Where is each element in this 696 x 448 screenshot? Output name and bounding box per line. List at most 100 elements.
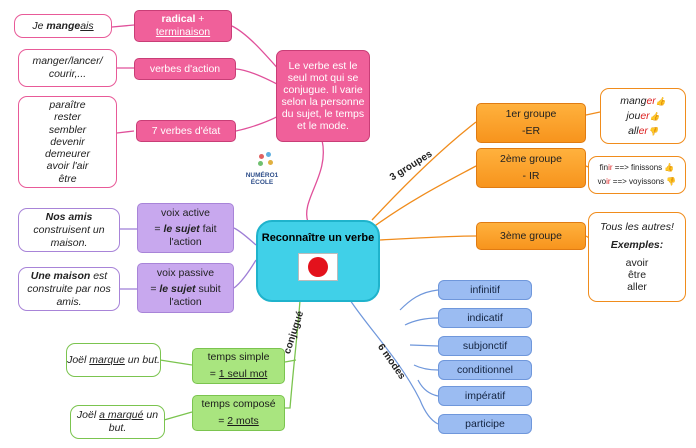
passive-note-subject: Une maison — [30, 269, 91, 282]
thumbs-up-icon: 👍 — [649, 111, 660, 121]
result: ==> voyissons — [610, 177, 667, 186]
mode-subjunctive[interactable]: subjonctif — [438, 336, 532, 356]
stem: vo — [597, 177, 607, 186]
note-rest: un but. — [108, 409, 159, 434]
state-verb-2: rester — [54, 111, 81, 124]
terminaison-label: terminaison — [155, 26, 211, 38]
state-verb-1: paraître — [49, 99, 86, 112]
mode-participle[interactable]: participe — [438, 414, 532, 434]
thumbs-up-icon: 👍 — [655, 96, 666, 106]
eq-sign: = — [218, 415, 228, 427]
group3-example-2: être — [627, 269, 647, 281]
group3-examples-heading: Exemples: — [610, 239, 664, 251]
group2-examples-note: finir ==> finissons 👍 voir ==> voyissons… — [588, 156, 686, 194]
group2-title: 2ème groupe — [500, 153, 562, 165]
passive-rest: subit l'action — [169, 283, 221, 308]
mode-label: indicatif — [467, 311, 503, 324]
radical-label: radical — [161, 13, 196, 25]
group1-title: 1er groupe — [505, 108, 557, 120]
group1-example-2: jouer👍 — [626, 109, 659, 124]
active-rest: fait l'action — [169, 223, 217, 248]
note-stem: mange — [46, 19, 81, 32]
radical-example-note: Je mangeais — [14, 14, 112, 38]
subject-label: le sujet — [159, 283, 196, 295]
compound-tense-title: temps composé — [201, 398, 276, 410]
action-verbs-note: manger/lancer/ courir,... — [18, 49, 117, 87]
active-voice-title: voix active — [160, 207, 211, 219]
state-verb-4: devenir — [50, 135, 85, 148]
mode-label: subjonctif — [462, 339, 508, 352]
active-voice-note: Nos amis construisent un maison. — [18, 208, 120, 252]
group1-ending: -ER — [521, 125, 541, 137]
group1-node[interactable]: 1er groupe -ER — [476, 103, 586, 143]
definition-text: Le verbe est le seul mot qui se conjugue… — [281, 60, 365, 132]
stem: mang — [620, 94, 647, 107]
state-verb-6: avoir l'air — [46, 160, 89, 173]
note-rest: un but. — [124, 353, 160, 366]
eq-sign: = — [154, 223, 164, 235]
group1-examples-note: manger👍 jouer👍 aller👎 — [600, 88, 686, 144]
state-verbs-node[interactable]: 7 verbes d'état — [136, 120, 236, 142]
central-title: Reconnaître un verbe — [261, 232, 375, 244]
active-note-subject: Nos amis — [45, 210, 93, 223]
group1-example-3: aller👎 — [628, 124, 658, 139]
state-verb-7: être — [58, 172, 77, 185]
mode-label: conditionnel — [456, 363, 514, 376]
subject-label: le sujet — [163, 223, 200, 235]
ending: ir — [608, 163, 613, 172]
eq-sign: = — [209, 368, 219, 380]
thumbs-up-icon: 👍 — [664, 163, 675, 172]
radical-node[interactable]: radical + terminaison — [134, 10, 232, 42]
state-verb-5: demeurer — [45, 148, 90, 161]
eq-sign: = — [150, 283, 160, 295]
note-verb: marque — [89, 353, 125, 366]
stem: all — [628, 124, 639, 137]
thumbs-down-icon: 👎 — [647, 126, 658, 136]
group1-example-1: manger👍 — [620, 94, 666, 109]
mode-indicative[interactable]: indicatif — [438, 308, 532, 328]
group3-node[interactable]: 3ème groupe — [476, 222, 586, 250]
central-node[interactable]: Reconnaître un verbe — [256, 220, 380, 302]
compound-tense-note: Joël a marqué un but. — [70, 405, 165, 439]
state-verb-3: sembler — [48, 123, 87, 136]
note-ending: ais — [80, 19, 94, 32]
group2-node[interactable]: 2ème groupe - IR — [476, 148, 586, 188]
simple-tense-note: Joël marque un but. — [66, 343, 161, 377]
simple-tense-title: temps simple — [207, 351, 270, 363]
logo-text: NUMÉRO1 ÉCOLE — [245, 172, 279, 186]
logo-dots-icon — [256, 152, 276, 170]
active-voice-node[interactable]: voix active = le sujet fait l'action — [137, 203, 234, 253]
thumbs-down-icon: 👎 — [666, 177, 677, 186]
ending: er — [638, 124, 648, 137]
plus-label: + — [195, 13, 205, 25]
passive-voice-title: voix passive — [156, 267, 215, 279]
note-prefix: Je — [32, 19, 47, 32]
active-note-rest: construisent un maison. — [33, 223, 105, 249]
group2-ending: - IR — [522, 170, 540, 182]
mode-infinitive[interactable]: infinitif — [438, 280, 532, 300]
mode-imperative[interactable]: impératif — [438, 386, 532, 406]
mode-label: participe — [465, 417, 505, 430]
compound-tense-value: 2 mots — [227, 415, 259, 427]
mode-conditional[interactable]: conditionnel — [438, 360, 532, 380]
action-verbs-examples: manger/lancer/ courir,... — [32, 55, 103, 80]
ending: er — [640, 109, 650, 122]
note-subject: Joël — [67, 353, 90, 366]
action-verbs-node[interactable]: verbes d'action — [134, 58, 236, 80]
passive-note-rest: est construite par nos amis. — [27, 269, 111, 308]
group2-example-1: finir ==> finissons 👍 — [600, 161, 675, 175]
mode-label: infinitif — [470, 283, 500, 296]
ending: er — [646, 94, 656, 107]
group3-note-line: Tous les autres! — [600, 221, 674, 233]
state-verbs-label: 7 verbes d'état — [151, 124, 221, 137]
passive-voice-node[interactable]: voix passive = le sujet subit l'action — [137, 263, 234, 313]
state-verbs-note: paraître rester sembler devenir demeurer… — [18, 96, 117, 188]
ending: ir — [606, 177, 611, 186]
action-verbs-label: verbes d'action — [149, 62, 221, 75]
mode-label: impératif — [464, 389, 506, 402]
note-verb: a marqué — [99, 409, 144, 421]
definition-node[interactable]: Le verbe est le seul mot qui se conjugue… — [276, 50, 370, 142]
compound-tense-node[interactable]: temps composé = 2 mots — [192, 395, 285, 431]
group3-example-3: aller — [627, 281, 647, 293]
simple-tense-node[interactable]: temps simple = 1 seul mot — [192, 348, 285, 384]
